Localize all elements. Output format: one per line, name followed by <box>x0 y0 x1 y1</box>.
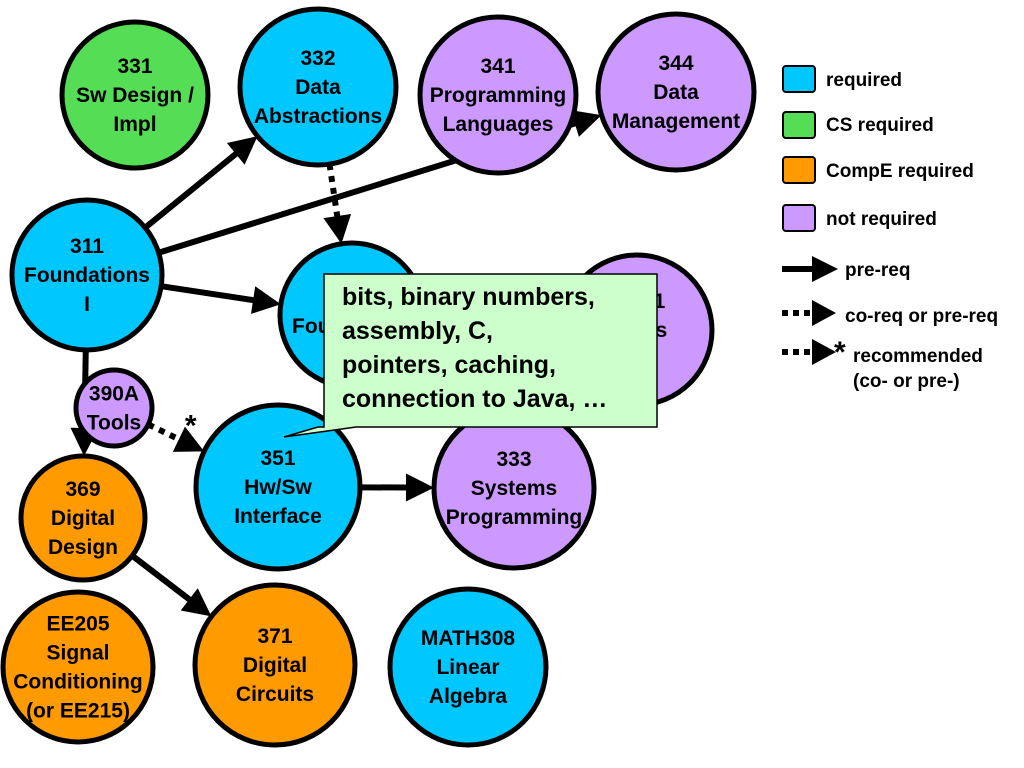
course-label-line: Abstractions <box>254 105 382 128</box>
course-label-line: Circuits <box>236 683 314 706</box>
legend-star-mark: * <box>834 336 846 369</box>
course-label-line: 351 <box>260 447 295 470</box>
course-node-c331: 331 Sw Design / Impl <box>59 19 211 171</box>
course-label-line: Data <box>295 76 341 99</box>
course-circle <box>193 402 363 572</box>
course-circle <box>9 197 165 353</box>
course-circle <box>387 586 549 748</box>
course-label-line: 333 <box>496 448 531 471</box>
course-label-line: Programming <box>446 506 583 529</box>
course-circle <box>73 367 155 449</box>
course-label-line: Systems <box>471 477 557 500</box>
edges-layer: * <box>70 110 602 617</box>
course-label-line: Sw Design / <box>76 84 194 107</box>
callout-text-line: assembly, C, <box>342 317 493 345</box>
course-node-c390a: 390A Tools <box>73 367 155 449</box>
recommended-star-mark: * <box>185 409 197 442</box>
course-label-line: Conditioning <box>13 671 142 694</box>
course-label-line: Interface <box>234 505 322 528</box>
course-label-line: Signal <box>46 642 109 665</box>
legend-label-recommended: recommended <box>853 346 983 367</box>
edge-c311-to-c312 <box>160 283 281 314</box>
legend-swatch-compe-required <box>782 156 816 184</box>
legend-label-required: required <box>826 70 902 91</box>
legend-label-prereq: pre-req <box>845 260 910 281</box>
edge-c390a-to-c351: * <box>146 409 205 452</box>
course-label-line: Management <box>612 110 740 133</box>
legend-swatch-cs-required <box>782 111 816 139</box>
edge-c351-to-c333 <box>359 473 435 502</box>
edge-c369-to-c371 <box>130 553 212 617</box>
callout-text-line: bits, binary numbers, <box>342 283 595 311</box>
course-label-line: Digital <box>243 654 307 677</box>
course-label-line: 344 <box>658 52 693 75</box>
legend-prereq-arrow-icon <box>782 256 838 282</box>
course-label-line: 341 <box>480 55 515 78</box>
course-label-line: 311 <box>70 235 104 258</box>
course-label-line: Fou <box>292 315 330 338</box>
course-label-line: Data <box>653 81 699 104</box>
course-label-line: Impl <box>113 113 156 136</box>
course-label-line: 331 <box>117 55 152 78</box>
course-circle <box>192 582 358 748</box>
legend-label-coreq: co-req or pre-req <box>845 306 998 327</box>
legend-label-not-required: not required <box>826 209 937 230</box>
course-label-line: 332 <box>300 47 335 70</box>
callout-box <box>283 273 658 438</box>
course-label-line: I <box>84 293 90 316</box>
edge-c332-to-c312 <box>323 163 352 244</box>
course-label-line: Algebra <box>429 685 508 708</box>
legend-coreq-arrow-icon <box>782 300 836 326</box>
legend-label-compe-required: CompE required <box>826 161 974 182</box>
legend-label-recommended-note: (co- or pre-) <box>853 371 960 392</box>
legend-label-cs-required: CS required <box>826 115 934 136</box>
course-label-line: Tools <box>87 412 141 435</box>
course-label-line: 369 <box>65 478 100 501</box>
legend-recommended-arrow-icon <box>782 339 836 365</box>
course-circle <box>417 14 579 176</box>
course-circle <box>237 6 399 168</box>
course-label-line: Design <box>48 536 118 559</box>
course-label-line: Foundations <box>24 264 150 287</box>
legend-swatch-not-required <box>782 204 816 232</box>
callout-text-line: connection to Java, … <box>342 385 607 413</box>
course-circle <box>59 19 211 171</box>
course-circle <box>595 11 757 173</box>
course-circle <box>18 453 148 583</box>
course-label-line: Linear <box>436 656 499 679</box>
callout: bits, binary numbers, assembly, C, pointer… <box>283 273 658 438</box>
course-label-line: 371 <box>257 625 292 648</box>
callout-text-line: pointers, caching, <box>342 351 556 379</box>
course-label-line: Programming <box>430 84 567 107</box>
course-label-line: Hw/Sw <box>244 476 312 499</box>
course-label-line: 390A <box>89 383 139 406</box>
course-label-line: Digital <box>51 507 115 530</box>
course-label-line: Languages <box>443 113 554 136</box>
legend-swatch-required <box>782 65 816 93</box>
legend: required CS required CompE required not … <box>782 65 998 392</box>
course-label-line: MATH308 <box>421 627 515 650</box>
edge-c311-to-c332 <box>143 136 258 230</box>
course-circle <box>0 589 156 745</box>
course-label-line: EE205 <box>46 613 109 636</box>
course-label-line: (or EE215) <box>26 700 130 723</box>
